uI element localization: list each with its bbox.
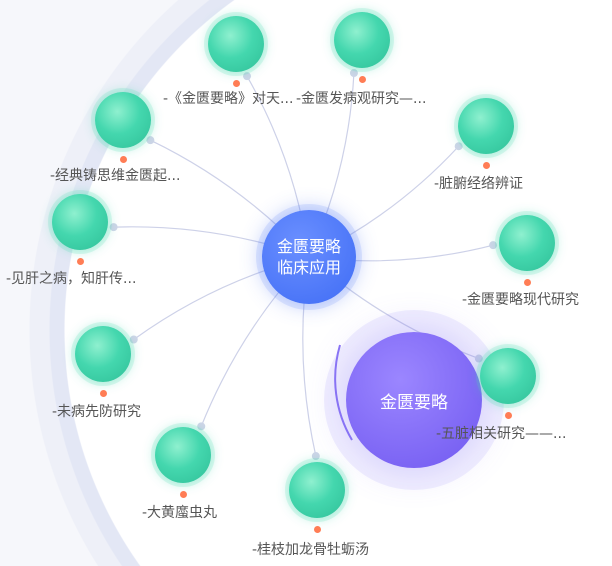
edge-endpoint <box>197 422 206 431</box>
leaf-node-label[interactable]: -经典铸思维金匮起... <box>50 168 181 184</box>
status-dot <box>100 390 107 397</box>
status-dot <box>314 526 321 533</box>
leaf-node-label[interactable]: -《金匮要略》对天... <box>163 91 294 107</box>
leaf-node-label[interactable]: -见肝之病，知肝传... <box>6 271 137 287</box>
center-node-line2: 临床应用 <box>276 258 341 277</box>
edge-endpoint <box>489 241 498 250</box>
leaf-node[interactable] <box>458 98 514 154</box>
status-dot <box>120 156 127 163</box>
leaf-node-label[interactable]: -大黄䗪虫丸 <box>142 505 218 521</box>
leaf-node[interactable] <box>75 326 131 382</box>
leaf-node[interactable] <box>499 215 555 271</box>
leaf-node[interactable] <box>289 462 345 518</box>
leaf-node[interactable] <box>155 427 211 483</box>
focus-arc <box>334 344 353 441</box>
leaf-node[interactable] <box>52 194 108 250</box>
status-dot <box>505 412 512 419</box>
status-dot <box>483 162 490 169</box>
leaf-node-label[interactable]: -五脏相关研究——... <box>436 426 567 442</box>
leaf-node[interactable] <box>95 92 151 148</box>
status-dot <box>524 279 531 286</box>
edge-endpoint <box>454 142 463 151</box>
status-dot <box>233 80 240 87</box>
focus-node[interactable]: 金匮要略 <box>346 332 482 468</box>
edge-endpoint <box>311 452 320 461</box>
edge-endpoint <box>349 69 358 78</box>
center-node-line1: 金匮要略 <box>276 237 341 256</box>
status-dot <box>359 76 366 83</box>
edge-endpoint <box>129 335 138 344</box>
edge-endpoint <box>243 72 252 81</box>
edge-endpoint <box>474 354 483 363</box>
leaf-node-label[interactable]: -脏腑经络辨证 <box>434 176 524 192</box>
leaf-node[interactable] <box>334 12 390 68</box>
center-node[interactable]: 金匮要略 临床应用 <box>262 210 356 304</box>
leaf-node-label[interactable]: -金匮发病观研究—... <box>296 91 427 107</box>
edge-endpoint <box>109 223 118 232</box>
status-dot <box>180 491 187 498</box>
leaf-node-label[interactable]: -未病先防研究 <box>52 404 142 420</box>
leaf-node-label[interactable]: -桂枝加龙骨牡蛎汤 <box>252 542 370 558</box>
leaf-node-label[interactable]: -金匮要略现代研究 <box>462 292 580 308</box>
status-dot <box>77 258 84 265</box>
focus-node-label: 金匮要略 <box>380 392 448 413</box>
leaf-node[interactable] <box>480 348 536 404</box>
leaf-node[interactable] <box>208 16 264 72</box>
edge-endpoint <box>146 136 155 145</box>
